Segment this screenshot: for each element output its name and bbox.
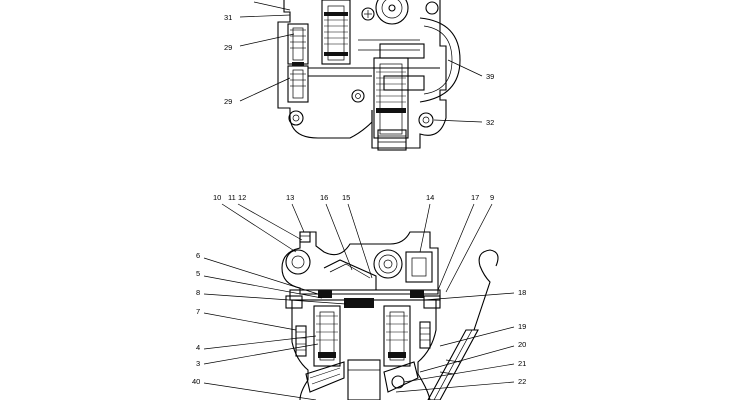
callout-21: 21 (518, 359, 526, 368)
callout-18: 18 (518, 288, 526, 297)
callout-4: 4 (196, 343, 200, 352)
callout-14: 14 (426, 193, 434, 202)
callout-6: 6 (196, 251, 200, 260)
callout-19: 19 (518, 322, 526, 331)
callout-39: 39 (486, 72, 494, 81)
bottom-assembly-view (203, 203, 515, 401)
callout-12: 12 (238, 193, 246, 202)
callout-15: 15 (342, 193, 350, 202)
callout-20: 20 (518, 340, 526, 349)
callout-8: 8 (196, 288, 200, 297)
top-assembly-view (239, 0, 483, 151)
callout-3: 3 (196, 359, 200, 368)
callout-40: 40 (192, 377, 200, 386)
callout-29-lower: 29 (224, 97, 232, 106)
callout-9: 9 (490, 193, 494, 202)
callout-13: 13 (286, 193, 294, 202)
callout-16: 16 (320, 193, 328, 202)
callout-29-upper: 29 (224, 43, 232, 52)
callout-31: 31 (224, 13, 232, 22)
callout-11: 11 (228, 193, 236, 202)
callout-32: 32 (486, 118, 494, 127)
callout-5: 5 (196, 269, 200, 278)
callout-17: 17 (471, 193, 479, 202)
callout-22: 22 (518, 377, 526, 386)
callout-7: 7 (196, 307, 200, 316)
callout-10: 10 (213, 193, 221, 202)
